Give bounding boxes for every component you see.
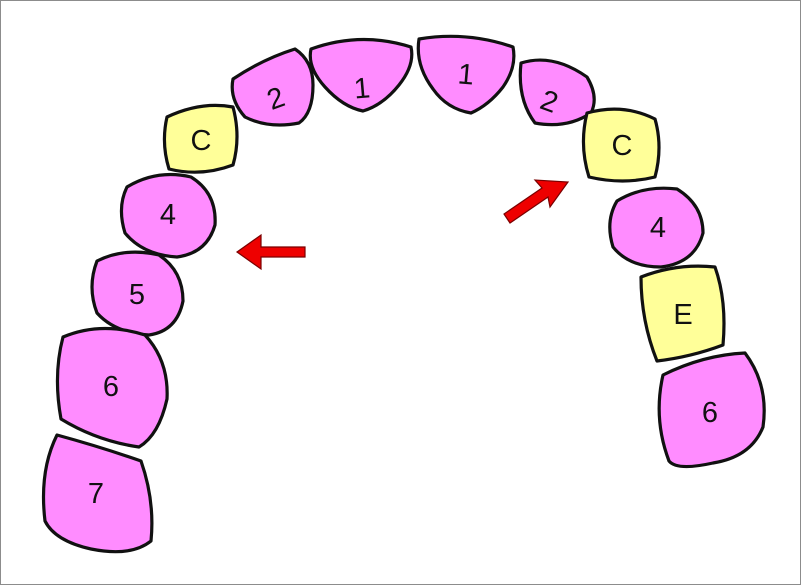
right-arrow-icon — [503, 179, 570, 224]
tooth-left-4-label: 4 — [160, 199, 176, 231]
tooth-right-c: C — [581, 107, 661, 183]
tooth-right-e: E — [639, 264, 726, 363]
tooth-left-c-label: C — [191, 125, 212, 157]
tooth-right-6-label: 6 — [702, 397, 718, 429]
tooth-left-c: C — [162, 103, 239, 174]
tooth-left-7: 7 — [41, 433, 154, 554]
left-arrow-icon — [235, 233, 306, 271]
tooth-right-4-label: 4 — [650, 212, 666, 244]
tooth-right-2: 2 — [518, 58, 596, 127]
tooth-left-1-label: 1 — [353, 72, 372, 105]
tooth-left-5: 5 — [90, 250, 185, 337]
tooth-right-1: 1 — [416, 34, 516, 115]
tooth-left-5-label: 5 — [129, 279, 145, 311]
tooth-left-2: 2 — [230, 47, 315, 127]
tooth-left-4: 4 — [119, 172, 217, 259]
tooth-right-c-label: C — [612, 130, 633, 162]
tooth-right-4: 4 — [608, 186, 705, 269]
tooth-left-1: 1 — [308, 37, 414, 113]
tooth-right-1-label: 1 — [457, 58, 476, 91]
tooth-left-6: 6 — [55, 326, 169, 449]
tooth-right-e-label: E — [673, 299, 692, 331]
tooth-left-7-label: 7 — [88, 478, 104, 510]
tooth-left-6-label: 6 — [103, 371, 119, 403]
tooth-right-6: 6 — [657, 351, 766, 469]
